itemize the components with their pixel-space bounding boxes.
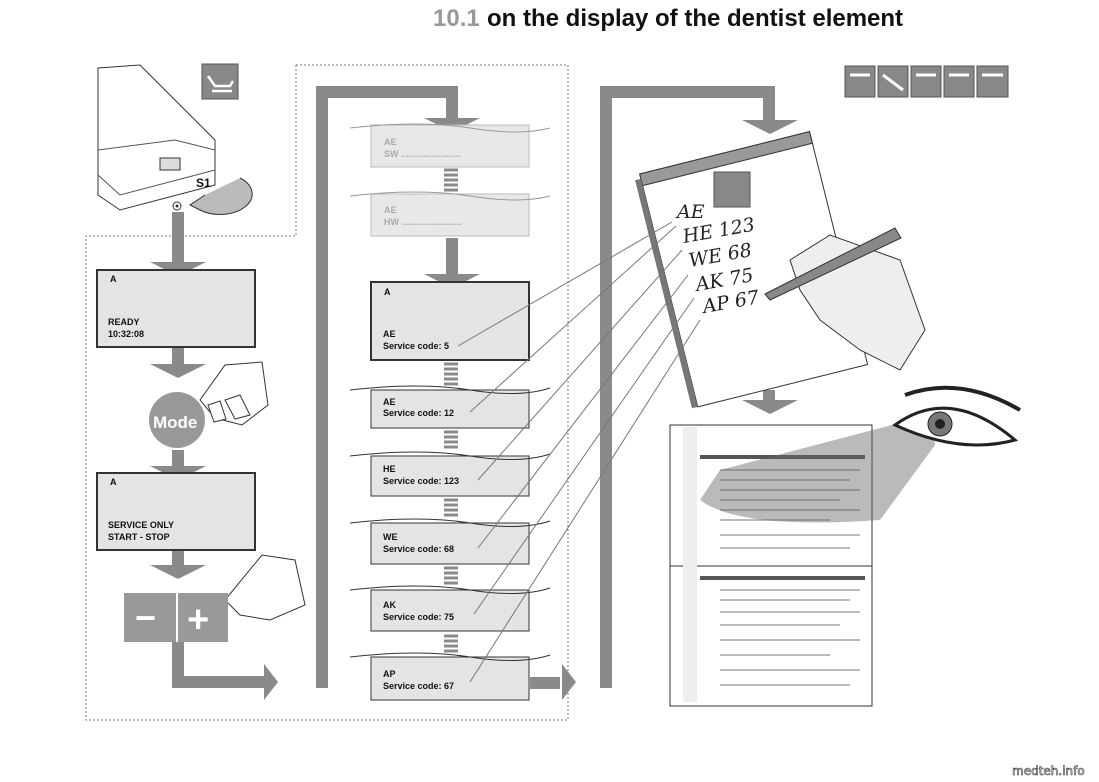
svg-text:WE: WE (383, 532, 398, 542)
svg-text:AK: AK (383, 600, 396, 610)
svg-text:AE: AE (384, 205, 397, 215)
svg-text:AP: AP (383, 669, 396, 679)
svg-text:HW ........................: HW ........................ (384, 217, 462, 227)
service-only-display: A SERVICE ONLY START - STOP (96, 472, 256, 551)
svg-text:Mode: Mode (153, 413, 197, 432)
service-entry-ak: AK Service code: 75 (349, 585, 551, 632)
sw-display: AE SW ........................ (349, 123, 551, 168)
writing-hand-icon (764, 227, 926, 371)
hw-display: AE HW ........................ (349, 191, 551, 237)
pointing-hand-icon (199, 361, 269, 426)
note-line: AE (675, 201, 705, 223)
svg-text:AE: AE (384, 137, 397, 147)
svg-text:−: − (135, 597, 156, 638)
flow-bars (172, 86, 775, 689)
svg-text:10:32:08: 10:32:08 (108, 329, 144, 339)
switch-label: S1 (196, 176, 211, 190)
svg-text:Service code: 123: Service code: 123 (383, 476, 459, 486)
svg-text:AE: AE (383, 329, 396, 339)
dental-chair-icon (713, 171, 751, 208)
pressing-hand-icon (224, 554, 306, 621)
svg-text:SW ........................: SW ........................ (384, 149, 461, 159)
svg-text:HE: HE (383, 464, 396, 474)
leader-lines (457, 221, 701, 683)
dotted-frame (85, 64, 569, 721)
service-entry-he: HE Service code: 123 (349, 451, 551, 497)
ready-display: A READY 10:32:08 (96, 269, 256, 348)
eye-icon (892, 385, 1022, 447)
svg-text:Service code: 12: Service code: 12 (383, 408, 454, 418)
svg-text:AE: AE (383, 397, 396, 407)
service-code-display: A AE Service code: 5 (370, 281, 530, 361)
svg-text:SERVICE ONLY: SERVICE ONLY (108, 520, 174, 530)
svg-text:A: A (110, 477, 117, 487)
rotate-arrow-icon (189, 177, 253, 215)
service-entry-ae: AE Service code: 12 (349, 385, 551, 429)
notepad: AE HE 123 WE 68 AK 75 AP 67 (635, 131, 869, 409)
mode-button[interactable]: Mode (149, 392, 205, 448)
dental-chair-icon (201, 63, 239, 100)
svg-text:Service code: 75: Service code: 75 (383, 612, 454, 622)
service-entry-ap: AP Service code: 67 (349, 652, 551, 701)
service-entry-we: WE Service code: 68 (349, 518, 551, 565)
service-manual-document (669, 415, 935, 707)
svg-text:Service code: 5: Service code: 5 (383, 341, 449, 351)
svg-text:READY: READY (108, 317, 140, 327)
dashed-connector (444, 168, 458, 653)
watermark: medteh.info (1012, 764, 1085, 778)
svg-text:A: A (110, 274, 117, 284)
svg-text:Service code: 67: Service code: 67 (383, 681, 454, 691)
title-section-number: 10.1 (433, 5, 480, 32)
control-unit-device: S1 (97, 64, 253, 215)
minus-button[interactable]: − (124, 593, 176, 642)
plus-button[interactable]: + (178, 593, 228, 642)
svg-text:START - STOP: START - STOP (108, 532, 170, 542)
handpiece-icons (844, 65, 1009, 98)
svg-text:Service code: 68: Service code: 68 (383, 544, 454, 554)
svg-text:+: + (187, 599, 209, 641)
page-title: on the display of the dentist element (487, 5, 903, 32)
svg-text:A: A (384, 287, 391, 297)
